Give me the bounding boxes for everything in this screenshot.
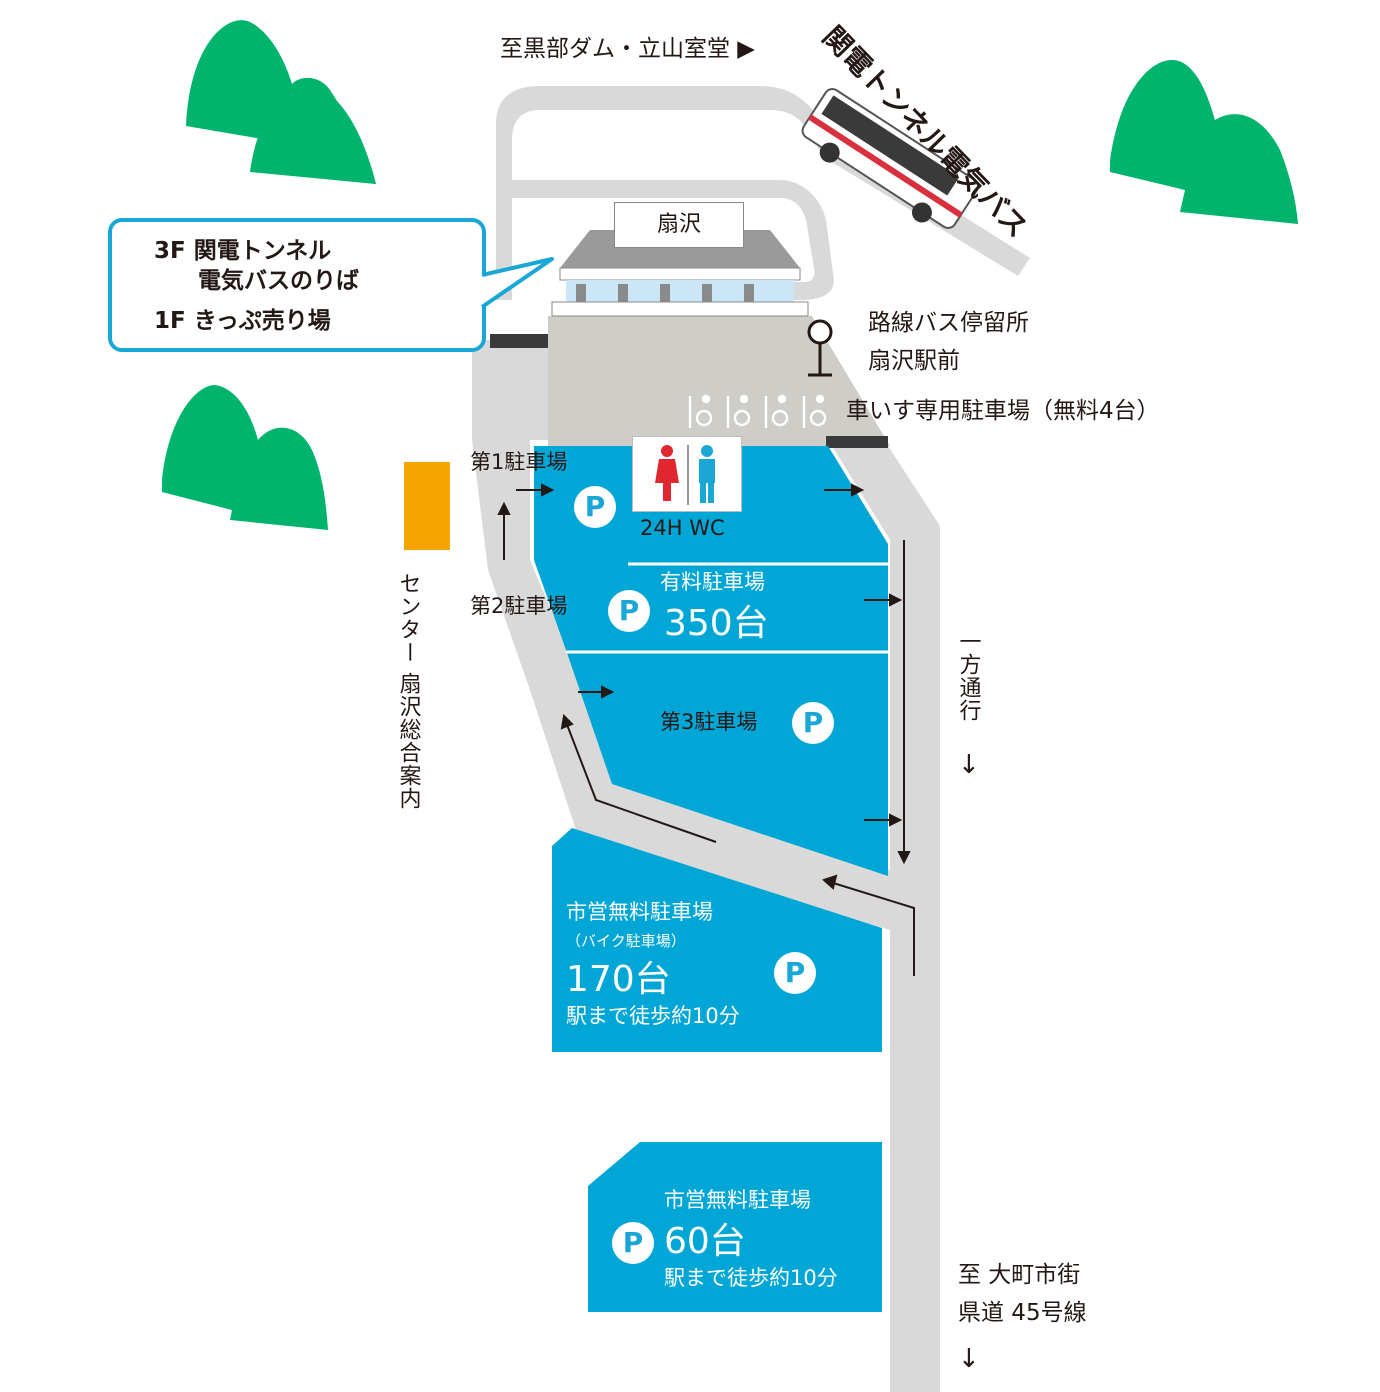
parking-icon: P xyxy=(792,702,834,744)
one-way-label: 一方通行 xyxy=(955,630,981,722)
lot-2-label: 第2駐車場 xyxy=(470,594,568,618)
road-marker xyxy=(490,334,548,348)
callout-line-1f: 1F きっぷ売り場 xyxy=(154,308,331,334)
one-way-arrow-icon: ↓ xyxy=(958,750,980,780)
direction-kurobe-dam: 至黒部ダム・立山室堂 ▶ xyxy=(500,36,755,62)
prefectural-road-label: 県道 45号線 xyxy=(958,1300,1087,1326)
bike-parking-label: （バイク駐車場） xyxy=(566,932,686,950)
municipal-parking-title-2: 市営無料駐車場 xyxy=(664,1188,811,1212)
lot-3-label: 第3駐車場 xyxy=(660,710,758,734)
bus-stop-label: 路線バス停留所 xyxy=(868,310,1029,336)
info-center-line2: センター xyxy=(395,572,421,664)
municipal-parking-count-2: 60台 xyxy=(664,1221,746,1262)
station-name-sign: 扇沢 xyxy=(614,202,744,248)
traffic-arrow-icons xyxy=(497,483,915,976)
parking-icon: P xyxy=(774,952,816,994)
parking-lot-1-3 xyxy=(534,446,888,876)
electric-bus-icon xyxy=(801,88,979,229)
paid-parking-count: 350台 xyxy=(664,603,769,644)
station-plaza xyxy=(548,316,890,446)
station-floor-callout: 3F 関電トンネル 電気バスのりば 1F きっぷ売り場 xyxy=(108,218,486,352)
bottom-arrow-icon: ↓ xyxy=(958,1344,980,1374)
info-center-line1: 扇沢総合案内 xyxy=(395,672,421,810)
lot-1-label: 第1駐車場 xyxy=(470,450,568,474)
callout-line-3f: 3F 関電トンネル xyxy=(154,238,332,264)
callout-line-bus: 電気バスのりば xyxy=(198,268,359,294)
municipal-parking-170 xyxy=(552,828,882,1052)
bus-stop-name: 扇沢駅前 xyxy=(868,348,960,374)
municipal-parking-walk: 駅まで徒歩約10分 xyxy=(566,1004,740,1028)
restroom-icon xyxy=(655,445,715,505)
road-marker xyxy=(826,436,888,448)
callout-pointer xyxy=(480,257,554,309)
tree-icon xyxy=(162,385,328,530)
wheelchair-parking-label: 車いす専用駐車場（無料4台） xyxy=(846,398,1160,424)
tree-icon xyxy=(1110,60,1298,224)
direction-omachi: 至 大町市街 xyxy=(958,1262,1081,1288)
wheelchair-icon xyxy=(688,394,827,428)
info-center-label: センター 扇沢総合案内 xyxy=(394,572,422,810)
wc-label: 24H WC xyxy=(640,516,725,540)
parking-icon: P xyxy=(574,486,616,528)
bus-stop-icon xyxy=(807,319,833,377)
wc-sign xyxy=(632,436,742,512)
paid-parking-title: 有料駐車場 xyxy=(660,570,765,594)
municipal-parking-60 xyxy=(588,1142,882,1312)
tree-icon xyxy=(186,20,376,184)
municipal-parking-title: 市営無料駐車場 xyxy=(566,900,713,924)
municipal-parking-walk-2: 駅まで徒歩約10分 xyxy=(664,1266,838,1290)
parking-icon: P xyxy=(608,590,650,632)
municipal-parking-count: 170台 xyxy=(566,959,671,1000)
info-center-building xyxy=(404,462,450,550)
parking-icon: P xyxy=(612,1222,654,1264)
